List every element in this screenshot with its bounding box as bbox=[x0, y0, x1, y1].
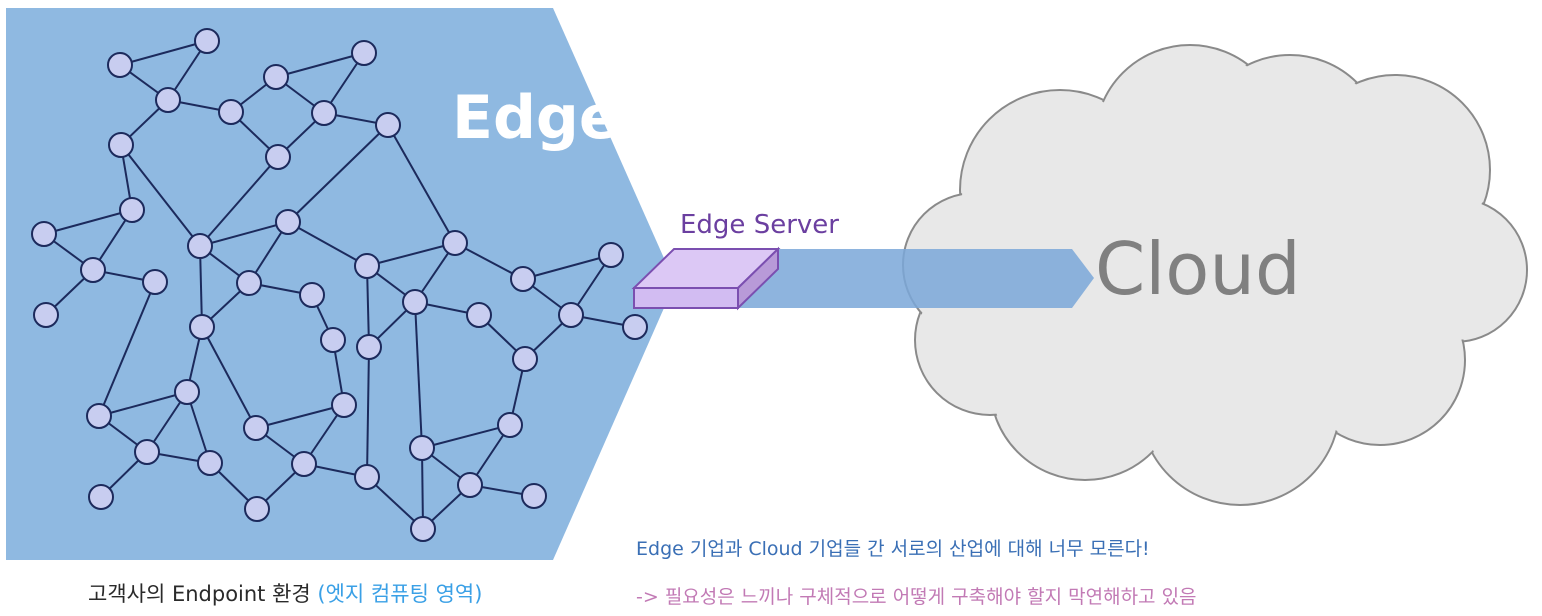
network-node bbox=[33, 302, 59, 328]
network-node bbox=[622, 314, 648, 340]
network-node bbox=[108, 132, 134, 158]
endpoint-caption-highlight: (엣지 컴퓨팅 영역) bbox=[317, 582, 483, 606]
edge-server-box bbox=[631, 246, 781, 311]
network-link bbox=[366, 265, 370, 348]
network-node bbox=[189, 314, 215, 340]
network-node bbox=[88, 484, 114, 510]
network-node bbox=[197, 450, 223, 476]
endpoint-caption: 고객사의 Endpoint 환경 (엣지 컴퓨팅 영역) bbox=[88, 578, 482, 608]
network-node bbox=[311, 100, 337, 126]
network-link bbox=[199, 221, 289, 247]
network-link bbox=[119, 40, 208, 66]
network-node bbox=[134, 439, 160, 465]
network-node bbox=[375, 112, 401, 138]
network-node bbox=[331, 392, 357, 418]
network-node bbox=[354, 464, 380, 490]
network-link bbox=[201, 326, 257, 429]
network-node bbox=[31, 221, 57, 247]
network-link bbox=[199, 156, 279, 247]
network-node bbox=[107, 52, 133, 78]
edge-title: Edge bbox=[452, 83, 620, 153]
network-node bbox=[194, 28, 220, 54]
network-node bbox=[466, 302, 492, 328]
network-node bbox=[263, 64, 289, 90]
edge-server-label: Edge Server bbox=[680, 210, 839, 240]
network-node bbox=[155, 87, 181, 113]
network-node bbox=[512, 346, 538, 372]
network-link bbox=[522, 254, 612, 280]
network-nodes bbox=[31, 28, 648, 542]
network-node bbox=[142, 269, 168, 295]
cloud-label: Cloud bbox=[1095, 227, 1301, 311]
network-node bbox=[457, 472, 483, 498]
network-node bbox=[218, 99, 244, 125]
network-link bbox=[366, 346, 370, 478]
network-node bbox=[299, 282, 325, 308]
note-need-unclear: -> 필요성은 느끼나 구체적으로 어떻게 구축해야 할지 막연해하고 있음 bbox=[636, 586, 1197, 608]
network-link bbox=[287, 221, 368, 267]
network-node bbox=[356, 334, 382, 360]
network-node bbox=[354, 253, 380, 279]
network-node bbox=[291, 451, 317, 477]
network-node bbox=[521, 483, 547, 509]
network-node bbox=[244, 496, 270, 522]
network-link bbox=[120, 144, 201, 247]
network-link bbox=[98, 391, 188, 417]
network-node bbox=[598, 242, 624, 268]
network-node bbox=[174, 379, 200, 405]
network-link bbox=[43, 209, 133, 235]
network-link bbox=[287, 124, 389, 223]
network-node bbox=[86, 403, 112, 429]
endpoint-caption-main: 고객사의 Endpoint 환경 bbox=[88, 582, 318, 606]
network-node bbox=[187, 233, 213, 259]
network-node bbox=[558, 302, 584, 328]
network-node bbox=[442, 230, 468, 256]
network-node bbox=[351, 40, 377, 66]
network-node bbox=[510, 266, 536, 292]
network-node bbox=[410, 516, 436, 542]
network-node bbox=[320, 327, 346, 353]
network-node bbox=[119, 197, 145, 223]
note-industry-gap: Edge 기업과 Cloud 기업들 간 서로의 산업에 대해 너무 모른다! bbox=[636, 538, 1150, 560]
network-link bbox=[199, 245, 203, 328]
network-link bbox=[414, 301, 423, 449]
network-node bbox=[80, 257, 106, 283]
network-node bbox=[409, 435, 435, 461]
network-node bbox=[243, 415, 269, 441]
network-link bbox=[421, 424, 511, 449]
connection-arrow bbox=[700, 249, 1094, 308]
network-node bbox=[402, 289, 428, 315]
network-link bbox=[366, 242, 456, 267]
network-link bbox=[255, 404, 345, 429]
network-node bbox=[236, 270, 262, 296]
network-node bbox=[265, 144, 291, 170]
network-link bbox=[275, 52, 365, 78]
network-link bbox=[98, 281, 156, 417]
network-link bbox=[387, 124, 456, 244]
network-node bbox=[497, 412, 523, 438]
network-link bbox=[421, 447, 424, 530]
network-node bbox=[275, 209, 301, 235]
